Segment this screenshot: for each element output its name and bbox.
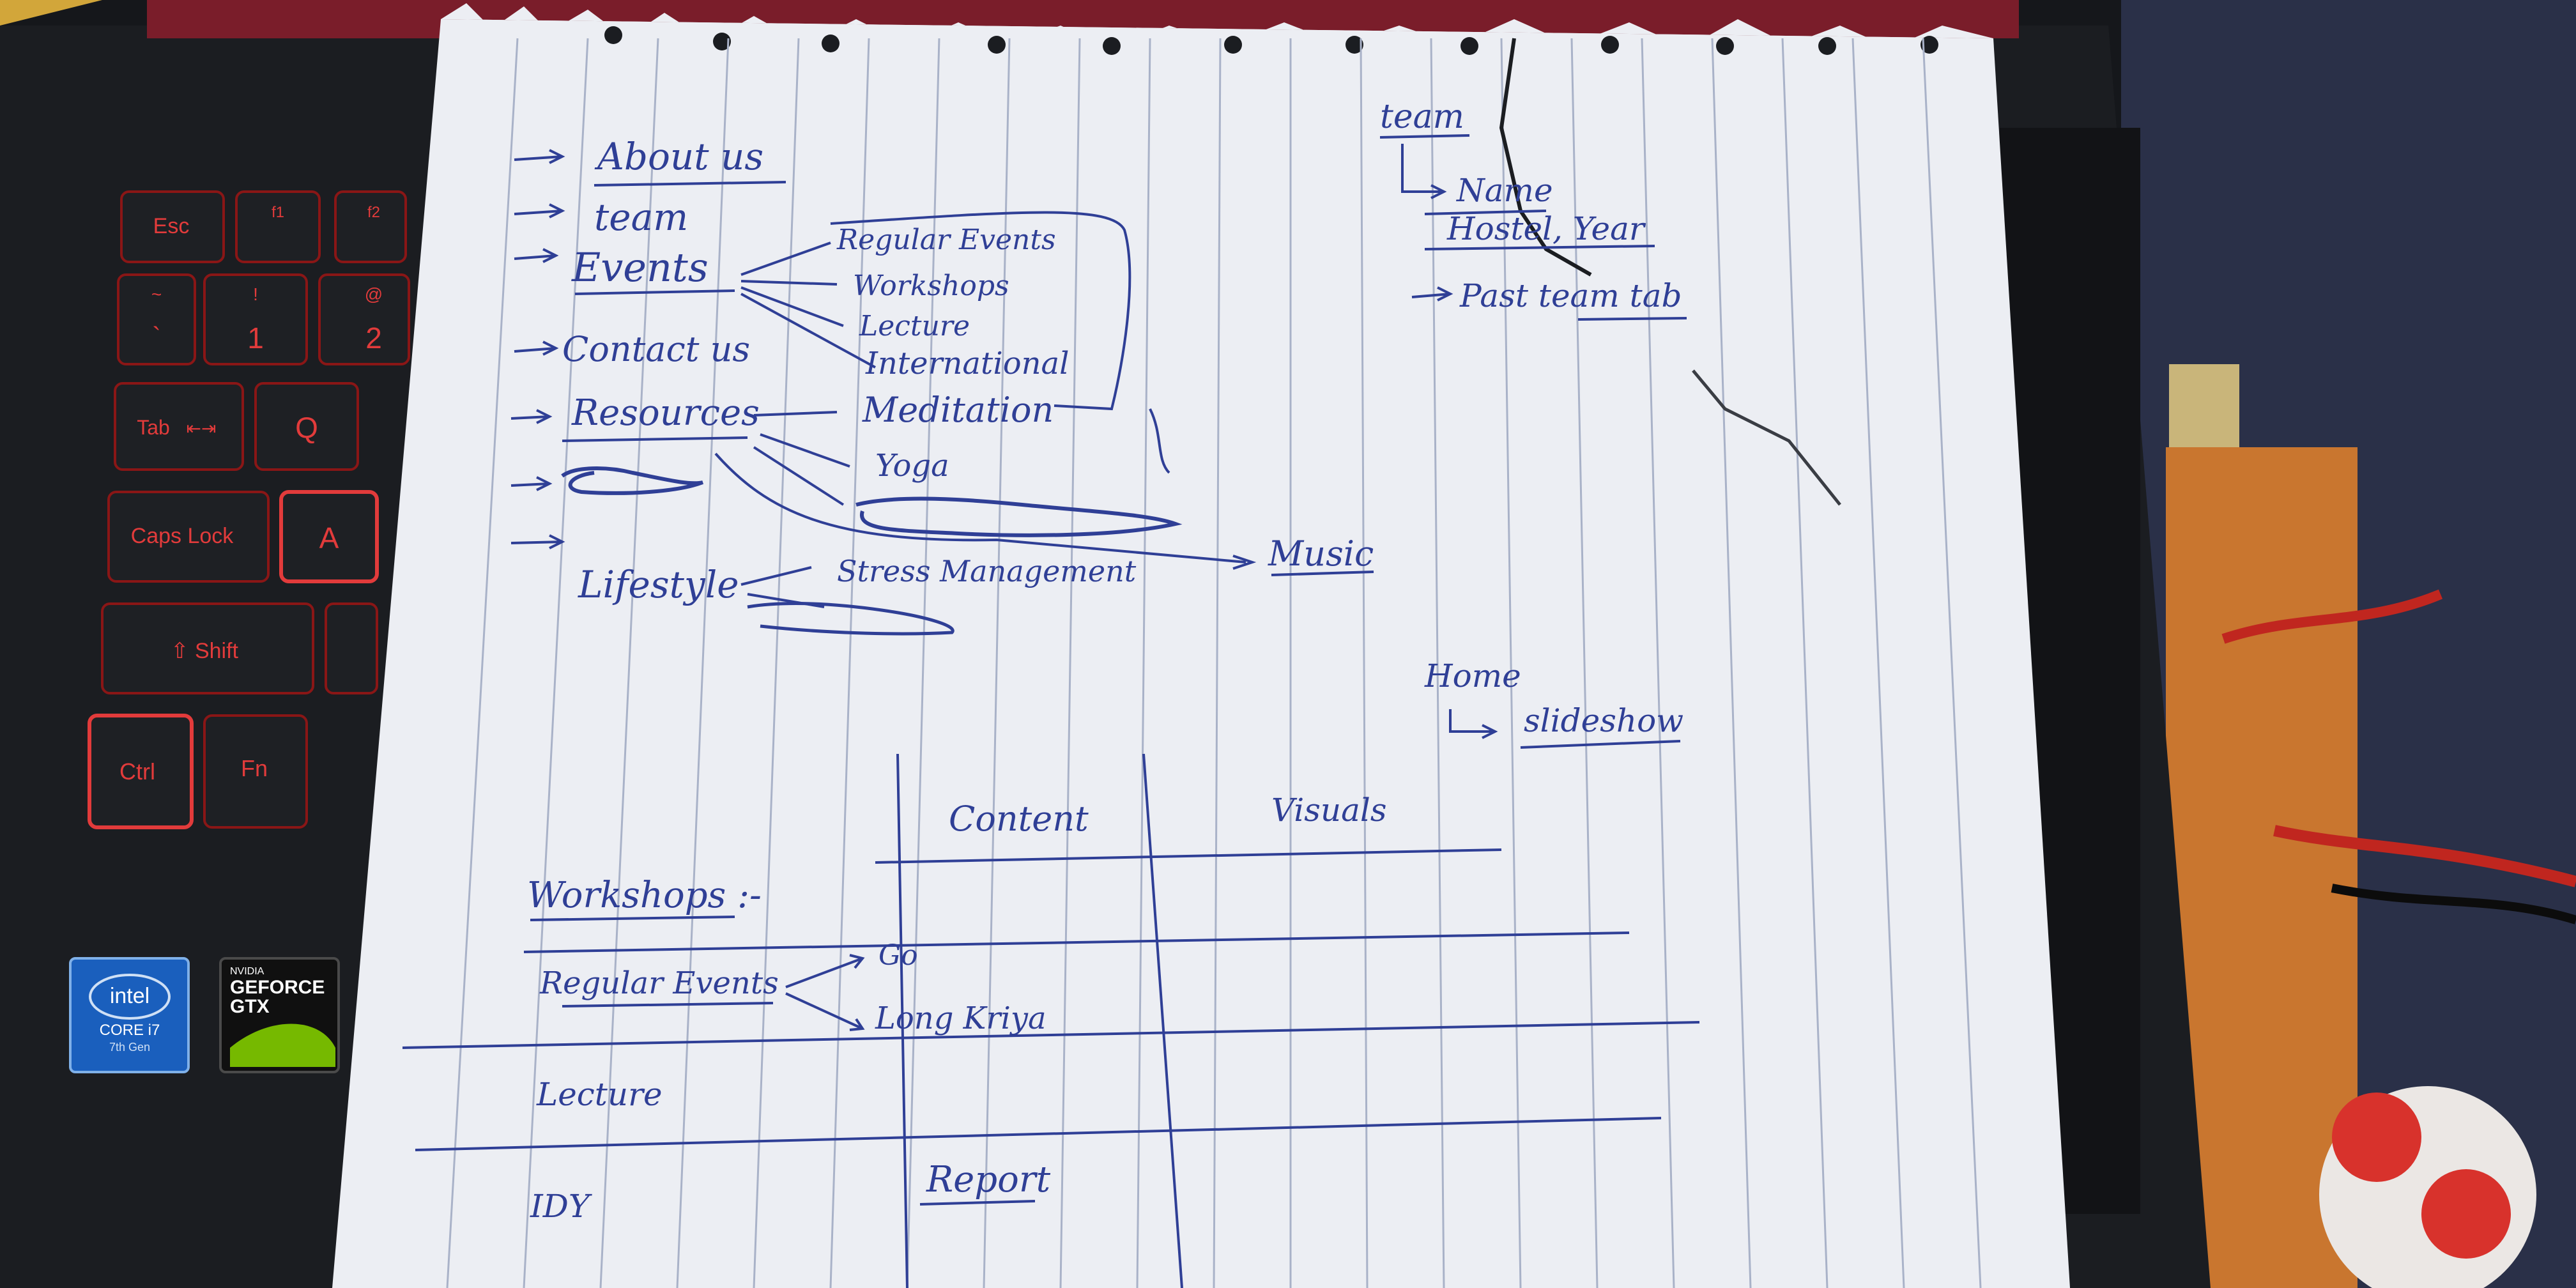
nvidia-brand: NVIDIA [230,966,264,977]
key-esc[interactable] [120,190,225,263]
usb-plug [2169,364,2239,447]
music-label: Music [1268,533,1374,574]
key-f2-label: f2 [367,204,380,221]
key-q-label: Q [295,411,318,444]
table-hline-1 [875,848,1502,864]
scribble-2 [855,496,1183,537]
key-2[interactable] [318,273,410,365]
key-capslock[interactable] [107,491,270,583]
nav-about-us: About us [594,135,763,178]
key-fn-label: Fn [241,755,268,781]
key-tilde-bottom: ` [152,323,160,351]
nvidia-line1: GEFORCE [230,977,325,998]
red-cable [2221,589,2443,644]
row-workshops: Workshops :- [527,875,762,916]
table-hline-3 [402,1021,1700,1049]
resources-meditation: Meditation [862,390,1054,430]
nav-resources: Resources [571,392,760,434]
nav-team: team [594,195,688,239]
team-past-link: Past team tab [1459,277,1682,314]
events-lecture: Lecture [859,310,970,342]
key-shift-label: ⇧ Shift [171,639,239,663]
intel-sticker: intel CORE i7 7th Gen [69,957,190,1073]
nvidia-eye-icon [230,1023,335,1067]
row-regular-events: Regular Events [539,965,779,1001]
table-header-visuals: Visuals [1271,792,1387,829]
table-hline-2 [523,931,1630,953]
paper [332,19,2070,1288]
handwritten-sketch [402,134,1700,1288]
events-workshops: Workshops [853,270,1009,302]
intel-brand: intel [110,984,150,1008]
key-fn[interactable] [203,714,308,829]
black-cable [2331,884,2576,924]
paper-torn-top [441,3,1993,48]
key-ctrl-label: Ctrl [119,758,155,785]
table-hline-4 [415,1117,1662,1151]
key-2-top: @ [365,284,383,304]
key-tab-arrows: ⇤⇥ [187,418,217,438]
left-hinge [0,0,102,26]
key-esc-label: Esc [153,214,190,238]
key-a[interactable] [279,490,379,583]
row-idy: IDY [530,1188,592,1225]
handwritten-text: About us team Events Contact us Resource… [527,98,1683,1225]
table-header-content: Content [949,799,1089,839]
nav-lifestyle: Lifestyle [578,563,739,606]
key-tab[interactable] [114,382,244,471]
key-1-top: ! [253,284,258,304]
nav-contact-us: Contact us [562,329,750,369]
intel-line2: 7th Gen [109,1041,150,1054]
key-1-bottom: 1 [247,321,264,355]
ruled-lines [446,38,1982,1288]
red-cable-2 [2273,825,2576,887]
key-a-label: A [319,521,339,555]
nav-events: Events [571,244,709,291]
team-title: team [1380,98,1464,136]
key-f1[interactable] [235,190,321,263]
lifestyle-stress: Stress Management [837,554,1137,588]
cell-report: Report [926,1159,1051,1200]
events-regular: Regular Events [836,224,1056,256]
cell-go: Go [878,939,918,972]
row-lecture: Lecture [536,1076,663,1113]
table-vline-1 [896,753,908,1288]
key-shift[interactable] [101,602,314,694]
key-q[interactable] [254,382,359,471]
scribble-1 [561,466,704,495]
nvidia-sticker: NVIDIA GEFORCE GTX [219,957,340,1073]
scribble-3 [747,602,954,636]
key-f1-label: f1 [272,204,284,221]
key-tilde[interactable] [117,273,196,365]
home-title: Home [1424,657,1521,694]
key-z-partial[interactable] [325,602,378,694]
paper-sheet [332,3,2070,1288]
key-capslock-label: Caps Lock [131,524,234,548]
key-f2[interactable] [334,190,407,263]
key-ctrl[interactable] [88,714,194,829]
key-tilde-top: ~ [151,284,162,304]
intel-line1: CORE i7 [100,1022,160,1039]
key-tab-label: Tab [137,416,170,439]
nvidia-line2: GTX [230,996,270,1017]
keyboard: Esc f1 f2 ~ ` ! 1 @ 2 Tab ⇤⇥ Q Caps Lock… [88,128,2140,1214]
cell-long-kriya: Long Kriya [875,1000,1046,1036]
table-vline-2 [1142,753,1183,1288]
team-hostel-year: Hostel, Year [1446,210,1646,247]
key-1[interactable] [203,273,308,365]
paper-tear-2 [1692,369,1841,506]
home-slideshow: slideshow [1524,702,1683,739]
key-2-bottom: 2 [365,321,382,355]
team-name: Name [1456,172,1553,209]
resources-yoga: Yoga [875,448,949,484]
binder-holes [604,26,1938,55]
events-international: International [865,346,1069,381]
